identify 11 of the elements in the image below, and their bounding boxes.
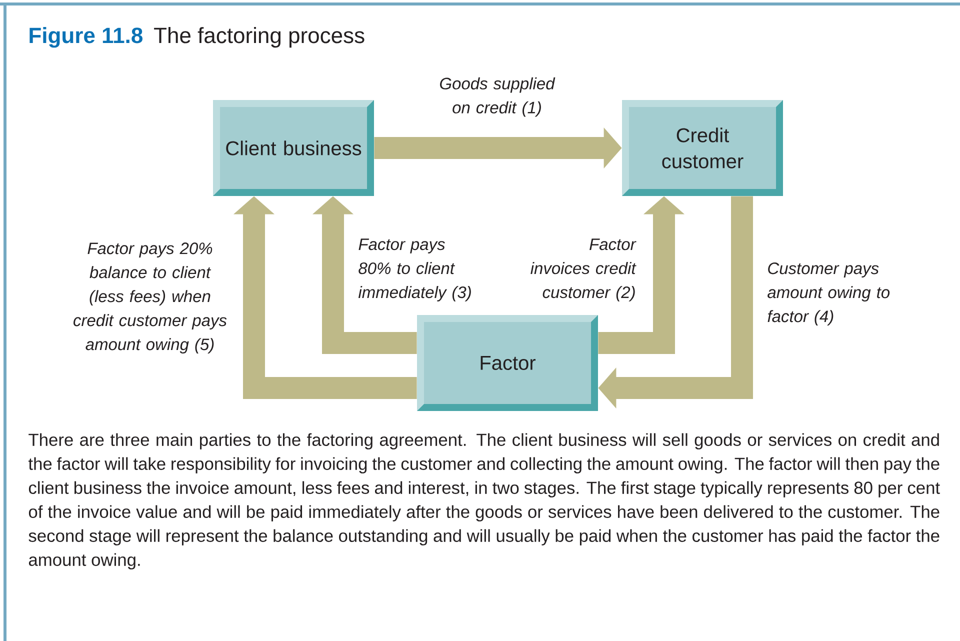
process-box: Client business: [213, 100, 374, 196]
figure-title: The factoring process: [154, 27, 364, 48]
edge-label: Goods supplied on credit (1): [440, 77, 556, 117]
caption: There are three main parties to the factoring agreement. The client business will sell goods or services on credit and the factor will take responsibility for invoicing the customer and collecting the amount owing. The factor will then pay the client business the invoice amount, less fees and interest, in two stages. The first stage typically represents 80 per cent of the invoice value and will be paid immediately after the goods or services have been delivered to the customer. The second stage will represent the balance outstanding and will usually be paid when the customer has paid the factor the amount owing.: [28, 433, 940, 570]
process-box: Credit customer: [622, 100, 783, 196]
process-box: Factor: [417, 315, 598, 411]
edge-label: Factor pays 80% to client immediately (3): [358, 238, 471, 302]
figure-number: Figure 11.8: [30, 27, 142, 48]
edge-label: Customer pays amount owing to factor (4): [768, 262, 890, 326]
edge-label: Factor pays 20% balance to client (less fees) when credit customer pays amount owing (5): [74, 242, 227, 354]
edge-label: Factor invoices credit customer (2): [530, 238, 636, 302]
